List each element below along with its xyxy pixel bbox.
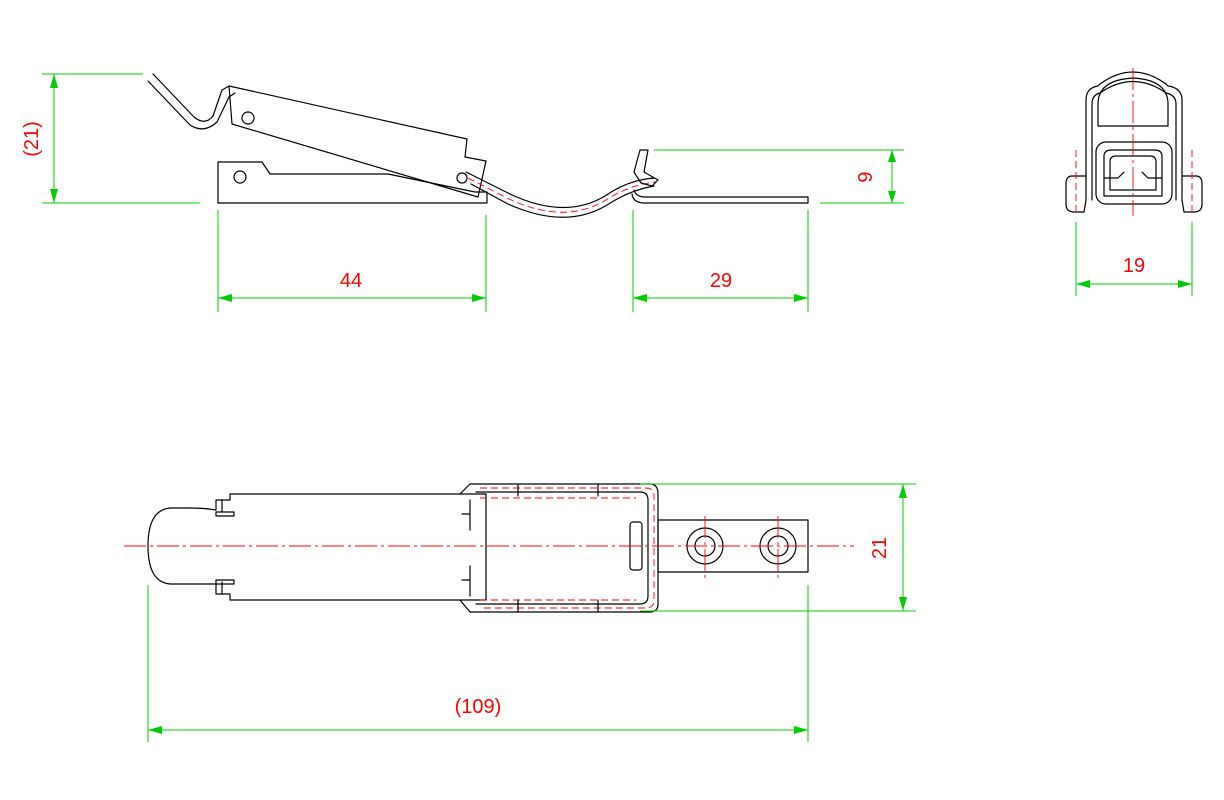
end-outer-frame bbox=[1085, 71, 1183, 201]
side-view-dimensions: (21) 44 29 9 bbox=[21, 73, 904, 312]
side-base-plate bbox=[217, 161, 488, 204]
top-view-dimensions: 21 (109) bbox=[147, 483, 916, 742]
top-wire-loop bbox=[475, 491, 649, 605]
end-right-flange bbox=[1181, 175, 1203, 213]
side-keeper-plate bbox=[631, 189, 809, 204]
side-wire-pivot bbox=[456, 172, 468, 184]
dim-keeper-height: 9 bbox=[855, 171, 877, 182]
side-view bbox=[147, 73, 809, 218]
end-inner-slot bbox=[1103, 149, 1163, 197]
side-lever-pivot-hole bbox=[241, 111, 255, 125]
dim-end-width: 19 bbox=[1123, 255, 1145, 277]
side-wire-centerline bbox=[467, 177, 657, 213]
dim-top-width: 21 bbox=[869, 537, 891, 559]
side-lever-handle bbox=[147, 73, 236, 130]
end-view-dimensions: 19 bbox=[1075, 222, 1193, 296]
end-body-block bbox=[1095, 141, 1173, 205]
top-hinge bbox=[459, 493, 487, 601]
dim-side-height: (21) bbox=[21, 121, 43, 157]
top-view bbox=[124, 483, 854, 613]
dim-keeper-length: 29 bbox=[710, 270, 732, 292]
side-lever-arm bbox=[228, 85, 487, 198]
side-base-hole bbox=[233, 170, 247, 184]
side-wire-loop bbox=[465, 171, 655, 218]
end-left-flange bbox=[1065, 175, 1087, 213]
top-lever-nose bbox=[147, 507, 189, 585]
end-view bbox=[1065, 68, 1203, 216]
dim-overall-length: (109) bbox=[455, 696, 502, 718]
top-lever-body bbox=[187, 483, 659, 613]
side-keeper bbox=[633, 149, 659, 187]
dim-base-length: 44 bbox=[340, 270, 362, 292]
